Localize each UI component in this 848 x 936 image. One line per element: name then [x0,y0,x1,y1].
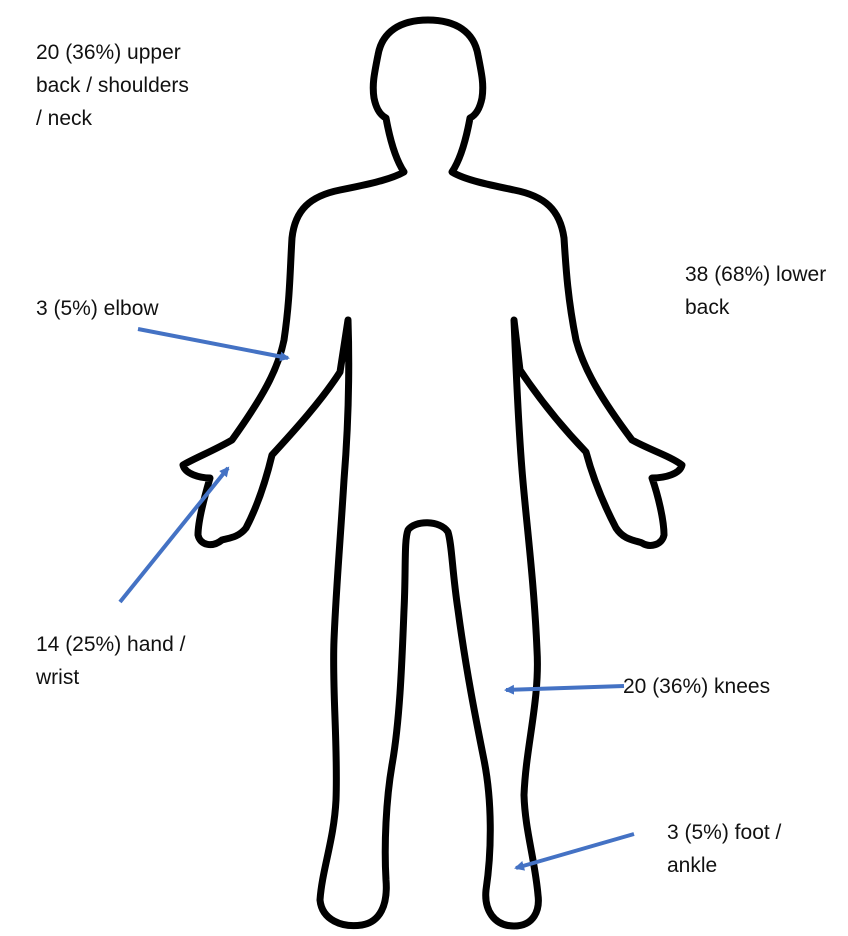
label-upper-back: 20 (36%) upper back / shoulders / neck [36,36,189,135]
label-lower-back-line-1: 38 (68%) lower [685,258,826,291]
arrow-elbow [138,329,288,358]
label-knees-line-1: 20 (36%) knees [623,670,770,703]
label-foot-ankle-line-1: 3 (5%) foot / [667,816,781,849]
label-upper-back-line-2: back / shoulders [36,69,189,102]
label-hand-wrist-line-2: wrist [36,661,185,694]
label-elbow: 3 (5%) elbow [36,292,159,325]
label-foot-ankle-line-2: ankle [667,849,781,882]
human-body-outline-icon [183,20,682,926]
label-foot-ankle: 3 (5%) foot / ankle [667,816,781,882]
arrow-hand-wrist [120,468,228,602]
label-lower-back-line-2: back [685,291,826,324]
label-hand-wrist: 14 (25%) hand / wrist [36,628,185,694]
label-hand-wrist-line-1: 14 (25%) hand / [36,628,185,661]
label-elbow-line-1: 3 (5%) elbow [36,292,159,325]
label-upper-back-line-3: / neck [36,102,189,135]
arrow-knees [506,686,624,690]
label-upper-back-line-1: 20 (36%) upper [36,36,189,69]
label-knees: 20 (36%) knees [623,670,770,703]
label-lower-back: 38 (68%) lower back [685,258,826,324]
